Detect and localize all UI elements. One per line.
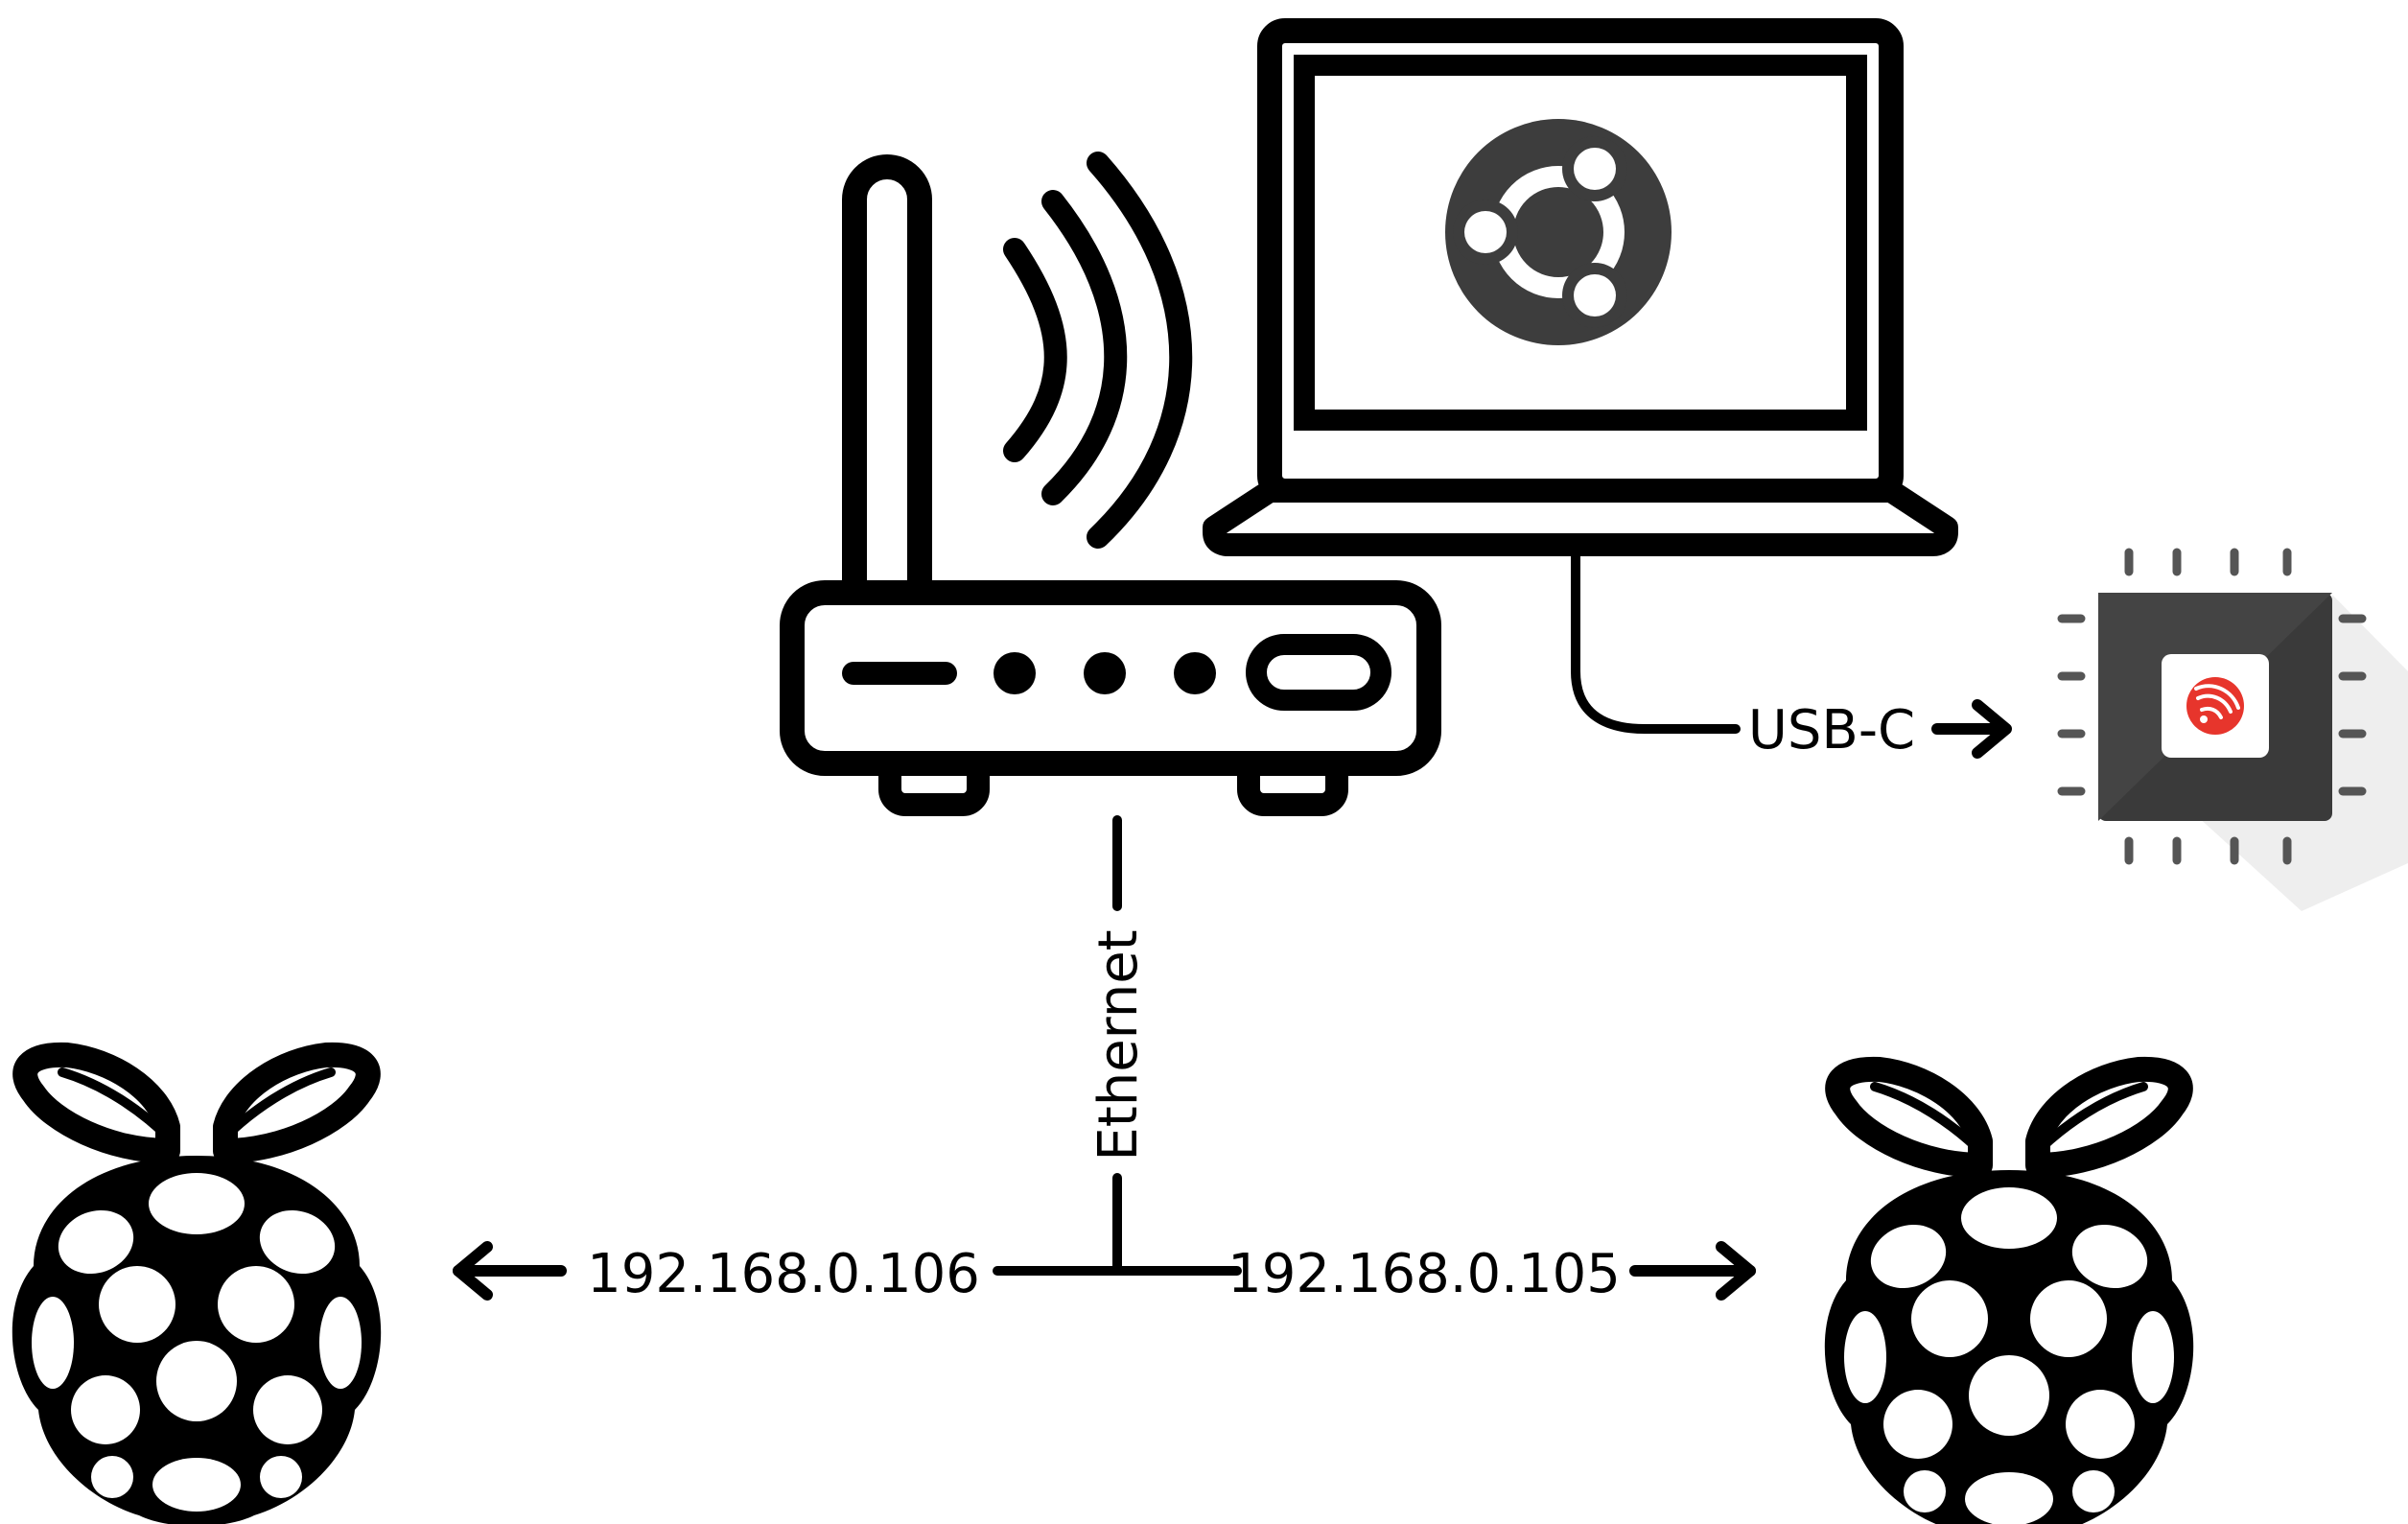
usb-arrow-icon — [1931, 699, 2012, 759]
ubuntu-logo-icon — [1445, 119, 1672, 345]
usb-c-label: USB-C — [1748, 699, 1915, 762]
left-arrow-icon — [453, 1241, 567, 1301]
raspberry-pi-left-icon — [12, 1055, 381, 1524]
espressif-logo-icon — [2186, 677, 2244, 735]
ip-label-right: 192.168.0.105 — [1227, 1243, 1621, 1305]
right-arrow-icon — [1629, 1241, 1756, 1301]
ethernet-label: Ethernet — [1087, 929, 1150, 1161]
wifi-router-icon — [780, 152, 1441, 816]
ip-label-left: 192.168.0.106 — [587, 1243, 980, 1305]
raspberry-pi-right-icon — [1825, 1069, 2193, 1524]
esp32-chip-icon — [2057, 548, 2408, 911]
usb-cable-line — [1571, 551, 1741, 734]
